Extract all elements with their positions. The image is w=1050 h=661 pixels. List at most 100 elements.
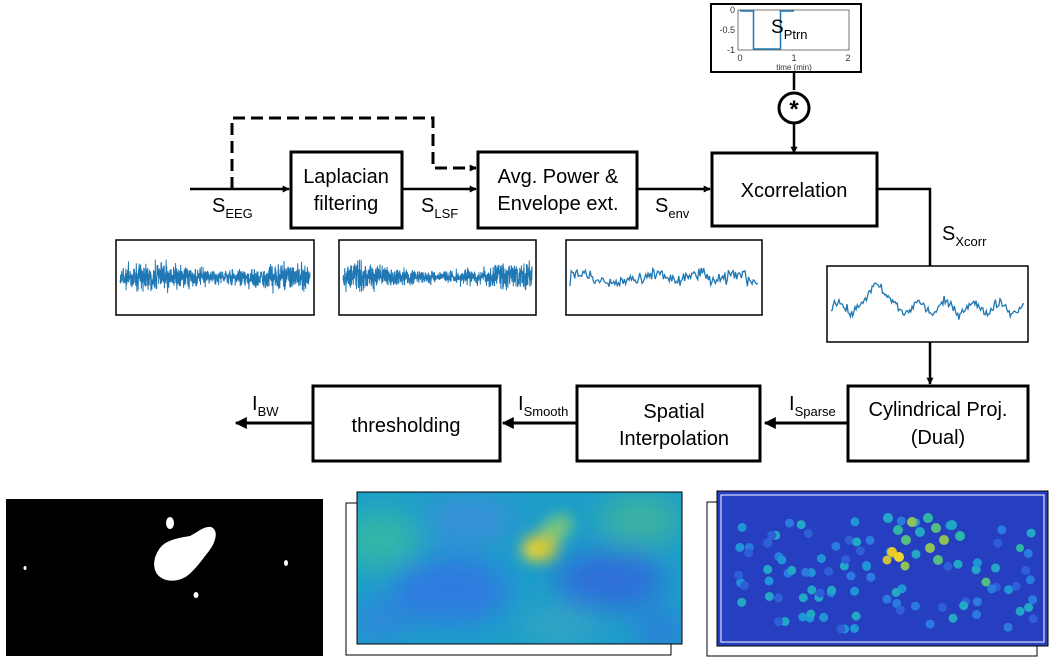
avg-power-line-2: Envelope ext. xyxy=(497,193,618,215)
sparse-dot xyxy=(987,584,997,594)
sparse-dot xyxy=(796,520,806,530)
sparse-dot xyxy=(780,617,790,626)
convolution-operator: * xyxy=(789,96,799,123)
sparse-dot xyxy=(865,535,875,545)
sparse-dot xyxy=(774,593,783,603)
sparse-dot xyxy=(1024,603,1034,612)
s-ptrn-label: SPtrn xyxy=(771,17,808,42)
y-tick-0: 0 xyxy=(730,5,735,15)
spatial-interp-line-2: Interpolation xyxy=(619,428,729,450)
x-tick-1: 1 xyxy=(791,53,796,63)
env-waveform xyxy=(569,267,759,288)
sparse-dot xyxy=(850,517,860,527)
s-xcorr-label: SXcorr xyxy=(942,223,987,249)
sparse-dot xyxy=(764,592,774,601)
sparse-dot xyxy=(798,612,808,622)
sparse-dot xyxy=(734,570,744,580)
binary-image xyxy=(6,499,323,656)
binary-blob-left xyxy=(23,566,27,570)
xcorr-output-line xyxy=(877,187,932,266)
sparse-dot xyxy=(1025,575,1035,585)
sparse-dot xyxy=(1021,566,1031,575)
sparse-dot xyxy=(971,565,981,575)
sparse-dot xyxy=(910,601,920,611)
laplacian-line-2: filtering xyxy=(314,193,378,215)
pattern-waveform xyxy=(740,10,794,50)
sparse-dot xyxy=(852,537,862,547)
sparse-dot xyxy=(846,571,856,581)
sparse-dot xyxy=(981,577,991,587)
sparse-dot xyxy=(925,543,935,553)
sparse-dot xyxy=(816,554,826,563)
sparse-dot xyxy=(764,576,774,586)
sparse-dot xyxy=(777,555,787,565)
lsf-waveform xyxy=(342,259,533,292)
sparse-dot xyxy=(997,525,1007,535)
cylindrical-proj-box xyxy=(846,384,1030,463)
sparse-dot xyxy=(773,617,783,627)
sparse-dot xyxy=(915,527,925,537)
sparse-dot xyxy=(866,572,876,582)
s-eeg-label: SEEG xyxy=(212,195,253,221)
bypass-dashed-arrow xyxy=(230,116,477,189)
x-axis-label: time (min) xyxy=(776,63,812,72)
binary-blob-main xyxy=(154,526,216,581)
xcorr-box xyxy=(710,151,879,228)
binary-blob-bottom xyxy=(193,592,199,598)
i-smooth-label: ISmooth xyxy=(518,393,568,419)
avg-power-block: Avg. Power & Envelope ext. xyxy=(476,150,639,230)
sparse-dot xyxy=(925,619,935,629)
sparse-dot xyxy=(887,547,897,557)
sparse-dot xyxy=(993,538,1003,548)
sparse-dot xyxy=(895,605,905,615)
spatial-interp-line-1: Spatial xyxy=(643,401,704,423)
sparse-dot xyxy=(739,581,749,591)
interpolated-image-field xyxy=(357,495,682,644)
sparse-dot xyxy=(831,541,841,551)
interpolated-image-hotspot xyxy=(522,514,573,562)
sparse-image-inner-frame xyxy=(720,494,1045,643)
sparse-dot xyxy=(744,548,754,558)
interpolated-image-frame xyxy=(356,491,683,645)
sparse-dot xyxy=(806,609,816,619)
sparse-dot xyxy=(1004,585,1014,595)
thresholding-box xyxy=(311,384,502,463)
lsf-signal-thumbnail xyxy=(338,239,537,316)
sparse-dot xyxy=(972,597,982,607)
cylindrical-proj-block: Cylindrical Proj. (Dual) xyxy=(846,384,1030,463)
spatial-interp-block: Spatial Interpolation xyxy=(575,384,762,463)
cylindrical-proj-line-1: Cylindrical Proj. xyxy=(869,399,1008,421)
sparse-dot xyxy=(862,561,872,571)
sparse-dot xyxy=(807,585,817,595)
binary-blob-top xyxy=(166,517,174,529)
sparse-dot xyxy=(893,525,903,535)
pattern-plot-frame xyxy=(710,3,862,73)
laplacian-box xyxy=(289,150,404,230)
sparse-dot xyxy=(933,555,943,565)
sparse-dot xyxy=(891,587,901,597)
sparse-dot xyxy=(767,530,777,540)
sparse-dot xyxy=(856,546,865,556)
sparse-image xyxy=(706,490,1049,657)
i-bw-label: IBW xyxy=(252,393,279,419)
sparse-dot xyxy=(850,624,859,633)
avg-power-line-1: Avg. Power & xyxy=(498,166,619,188)
s-lsf-label: SLSF xyxy=(421,195,458,221)
sparse-dot xyxy=(972,610,982,619)
sparse-dot xyxy=(850,586,860,596)
cylindrical-proj-line-2: (Dual) xyxy=(911,427,965,449)
sparse-dot xyxy=(819,612,829,622)
sparse-dot xyxy=(763,564,773,574)
spatial-interp-box xyxy=(575,384,762,463)
sparse-dot xyxy=(948,613,958,623)
sparse-dot xyxy=(1011,581,1021,591)
sparse-dot xyxy=(735,542,745,552)
sparse-dot xyxy=(882,594,892,604)
pattern-plot: 0 -0.5 -1 0 1 2 time (min) SPtrn xyxy=(710,3,862,73)
thresholding-label: thresholding xyxy=(352,415,461,437)
sparse-dot xyxy=(801,567,811,577)
avg-power-box xyxy=(476,150,639,230)
sparse-dot xyxy=(763,538,773,548)
s-env-label: Senv xyxy=(655,195,690,221)
